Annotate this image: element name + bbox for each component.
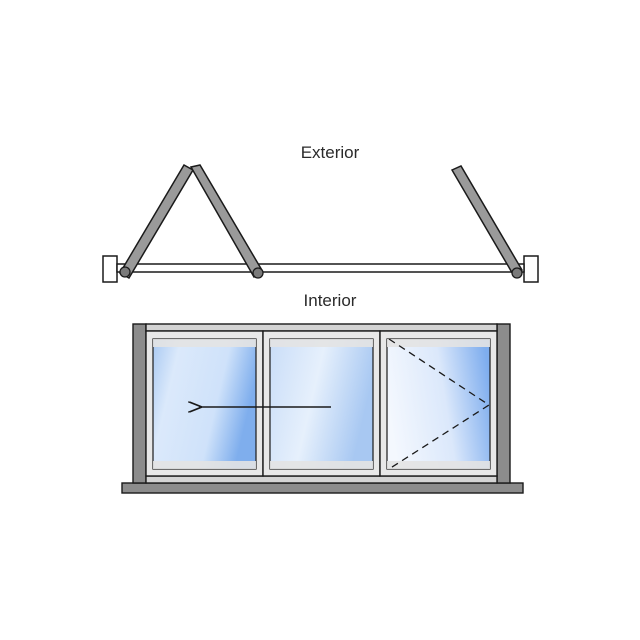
folded-panel-left (118, 163, 195, 280)
left-post (132, 323, 147, 484)
swing-indicator (388, 338, 491, 470)
left-jamb (102, 255, 118, 283)
swing-panel (450, 165, 523, 279)
head (145, 323, 498, 332)
right-jamb (523, 255, 539, 283)
folded-panel-right (189, 164, 265, 279)
right-panel (379, 330, 498, 477)
plan-view (102, 163, 539, 283)
bottom-track (145, 475, 498, 484)
left-panel (145, 330, 264, 477)
elevation-view (121, 323, 524, 494)
interior-label: Interior (303, 291, 357, 310)
middle-glass (269, 338, 374, 470)
exterior-label: Exterior (300, 143, 360, 162)
track (116, 263, 525, 273)
right-post (496, 323, 511, 484)
sill (121, 482, 524, 494)
right-glass (386, 338, 491, 470)
left-glass (152, 338, 257, 470)
middle-panel (262, 330, 381, 477)
